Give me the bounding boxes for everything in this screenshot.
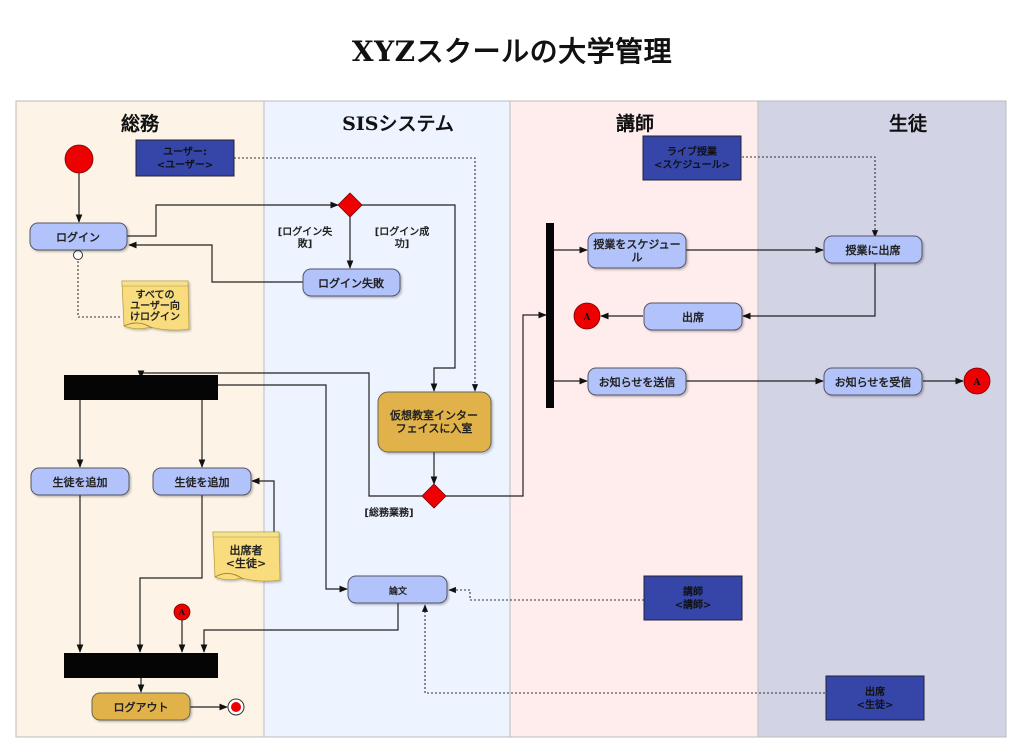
object-instructor[interactable]: 講師 <講師> <box>643 575 743 621</box>
object-label-line1: ユーザー: <box>163 146 207 158</box>
control-flows <box>75 173 964 711</box>
activity-label: ログイン <box>56 230 100 244</box>
object-label-line2: <講師> <box>675 598 712 611</box>
objflow-login-note[interactable] <box>77 261 121 318</box>
activity-attendance[interactable]: 出席 <box>643 302 743 331</box>
flow-paper-to-join[interactable] <box>200 603 399 653</box>
activity-login-failed[interactable]: ログイン失敗 <box>302 268 401 297</box>
lane-title-student: 生徒 <box>889 112 928 135</box>
fork-bar-admin[interactable] <box>64 375 218 400</box>
object-user[interactable]: ユーザー: <ユーザー> <box>135 139 235 177</box>
flow-decision2-to-fork-instructor[interactable] <box>446 311 547 497</box>
lane-instructor <box>509 100 759 738</box>
note-line3: けログイン <box>130 310 180 323</box>
flow-login-failed-to-login[interactable] <box>128 241 303 283</box>
lane-title-sis: SISシステム <box>342 113 454 135</box>
objflow-attendance-to-paper[interactable] <box>421 604 825 694</box>
activity-send-notice[interactable]: お知らせを送信 <box>587 367 687 396</box>
activity-add-student-2[interactable]: 生徒を追加 <box>152 467 252 496</box>
swimlanes: 総務 SISシステム 講師 生徒 <box>15 100 1007 738</box>
note-attendee[interactable]: 出席者 <生徒> <box>212 531 281 582</box>
activity-label: 生徒を追加 <box>53 475 108 489</box>
flow-decision2-to-fork-admin[interactable] <box>137 370 422 497</box>
connector-a-admin[interactable]: A <box>173 603 191 621</box>
object-label-line2: <ユーザー> <box>157 159 214 171</box>
object-flows <box>77 156 879 694</box>
objflow-live-class-to-attend[interactable] <box>742 156 879 238</box>
object-label-line1: ライブ授業 <box>667 145 718 158</box>
activity-logout[interactable]: ログアウト <box>91 692 191 721</box>
diagram-title: XYZスクールの大学管理 <box>351 35 673 68</box>
flow-decision-success-to-classroom[interactable] <box>362 204 456 392</box>
activity-label: 生徒を追加 <box>175 475 230 489</box>
fork-bar-instructor[interactable] <box>546 223 554 408</box>
connector-label: A <box>178 607 186 617</box>
objflow-user-to-classroom[interactable] <box>234 157 479 392</box>
object-label-line2: <スケジュール> <box>654 159 730 171</box>
lane-student <box>757 100 1007 738</box>
activity-label-line2: ル <box>632 251 643 264</box>
activity-enter-classroom[interactable]: 仮想教室インター フェイスに入室 <box>377 391 492 453</box>
note-line1: 出席者 <box>230 543 263 557</box>
object-live-class[interactable]: ライブ授業 <スケジュール> <box>642 135 742 181</box>
guard-login-failed-line1: [ログイン失 <box>278 225 334 238</box>
flow-login-to-decision[interactable] <box>127 201 339 237</box>
connector-label: A <box>583 313 592 323</box>
login-pin[interactable] <box>73 250 83 260</box>
object-label-line2: <生徒> <box>857 698 894 711</box>
guard-admin-work: [総務業務] <box>364 506 413 519</box>
connector-a-student[interactable]: A <box>963 367 991 395</box>
object-attendance-student[interactable]: 出席 <生徒> <box>825 675 925 721</box>
guard-login-failed-line2: 敗] <box>298 237 313 250</box>
guard-login-success-line1: [ログイン成 <box>375 225 430 238</box>
activity-label: 授業に出席 <box>846 243 901 257</box>
flow-fork-to-paper[interactable] <box>218 384 348 593</box>
activity-label: お知らせを送信 <box>599 375 676 389</box>
activity-label: 出席 <box>682 310 704 324</box>
note-line2: ユーザー向 <box>130 299 180 312</box>
activity-attend-class[interactable]: 授業に出席 <box>823 235 923 264</box>
object-label-line1: 講師 <box>683 585 703 598</box>
guard-login-success-line2: 功] <box>395 237 410 250</box>
flow-attend-to-attendance[interactable] <box>742 263 876 320</box>
activity-label: 論文 <box>389 585 408 597</box>
flow-note-to-add-student-2[interactable] <box>251 477 275 533</box>
note-line1: すべての <box>136 289 175 301</box>
decision-login[interactable] <box>337 192 363 218</box>
activity-label-line1: 仮想教室インター <box>389 408 478 422</box>
activity-add-student-1[interactable]: 生徒を追加 <box>30 467 130 496</box>
connector-a-instructor[interactable]: A <box>573 302 601 330</box>
initial-node[interactable] <box>64 144 94 174</box>
lane-title-instructor: 講師 <box>616 112 654 135</box>
decision-role[interactable] <box>421 483 447 509</box>
activity-label: ログアウト <box>114 700 169 714</box>
join-bar-admin[interactable] <box>64 653 218 678</box>
object-label-line1: 出席 <box>865 685 885 698</box>
lane-title-admin: 総務 <box>121 112 160 135</box>
activity-label-line1: 授業をスケジュー <box>593 237 680 251</box>
activity-paper[interactable]: 論文 <box>347 575 448 604</box>
final-node[interactable] <box>227 698 245 716</box>
note-login[interactable]: すべての ユーザー向 けログイン <box>121 280 190 331</box>
activity-schedule-class[interactable]: 授業をスケジュー ル <box>587 232 687 269</box>
activity-label-line2: フェイスに入室 <box>396 421 473 435</box>
activity-label: ログイン失敗 <box>318 276 385 290</box>
connector-label: A <box>973 378 982 388</box>
flow-add-student-2-to-join[interactable] <box>136 495 203 653</box>
activity-receive-notice[interactable]: お知らせを受信 <box>823 367 923 396</box>
note-line2: <生徒> <box>226 556 266 570</box>
activity-label: お知らせを受信 <box>835 375 912 389</box>
activity-login[interactable]: ログイン <box>29 222 128 251</box>
